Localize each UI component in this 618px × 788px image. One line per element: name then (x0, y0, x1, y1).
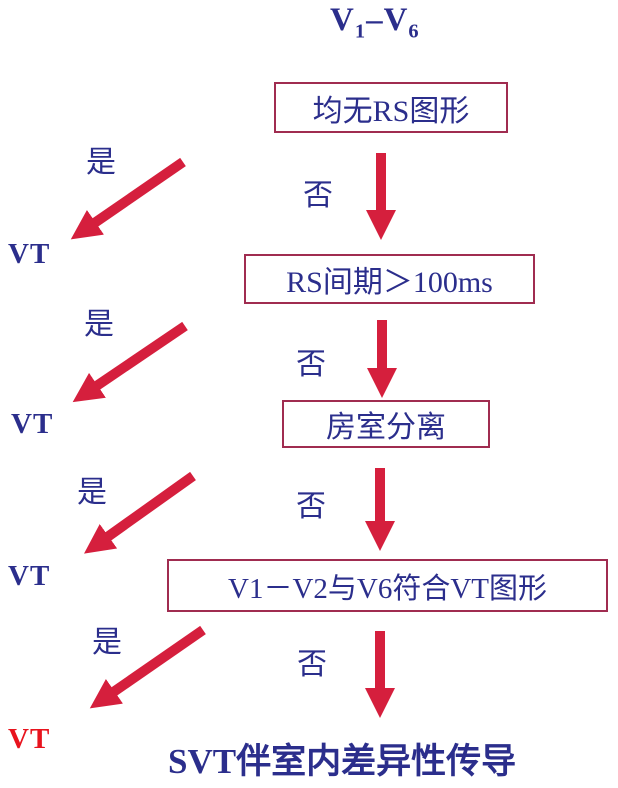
no-label-1: 否 (303, 179, 333, 212)
yes-label-4: 是 (92, 626, 122, 659)
decision-box-rs-interval: RS间期＞100ms (244, 254, 535, 304)
decision-box-3-label: 房室分离 (326, 411, 446, 444)
title-lead-subscript: 1 (354, 20, 367, 43)
vt-result-3: VT (8, 560, 51, 592)
decision-box-1-label: 均无RS图形 (312, 94, 470, 128)
decision-box-av-dissociation: 房室分离 (282, 400, 490, 448)
title-tail-subscript: 6 (408, 20, 420, 43)
yes-arrow-3 (84, 471, 196, 554)
decision-box-2-label: RS间期＞100ms (286, 266, 493, 299)
vt-result-4-red: VT (8, 723, 51, 755)
title-lead: V (330, 2, 355, 38)
diagram-title: V1–V6 (330, 2, 420, 44)
decision-box-4-label: V1－V2与V6符合VT图形 (228, 572, 547, 605)
decision-box-no-rs-pattern: 均无RS图形 (274, 82, 508, 133)
no-label-2: 否 (296, 348, 326, 381)
yes-label-2: 是 (84, 308, 114, 341)
vt-result-2: VT (11, 408, 54, 440)
title-tail: V (383, 2, 409, 38)
yes-arrow-4 (89, 625, 206, 709)
yes-label-3: 是 (77, 476, 107, 509)
vt-result-1: VT (8, 238, 51, 270)
final-result-svt-aberrancy: SVT伴室内差异性传导 (168, 742, 517, 781)
decision-box-vt-morphology: V1－V2与V6符合VT图形 (167, 559, 608, 612)
no-label-4: 否 (297, 648, 327, 681)
no-label-3: 否 (296, 490, 326, 523)
yes-label-1: 是 (86, 146, 116, 179)
title-dash: – (366, 2, 384, 38)
